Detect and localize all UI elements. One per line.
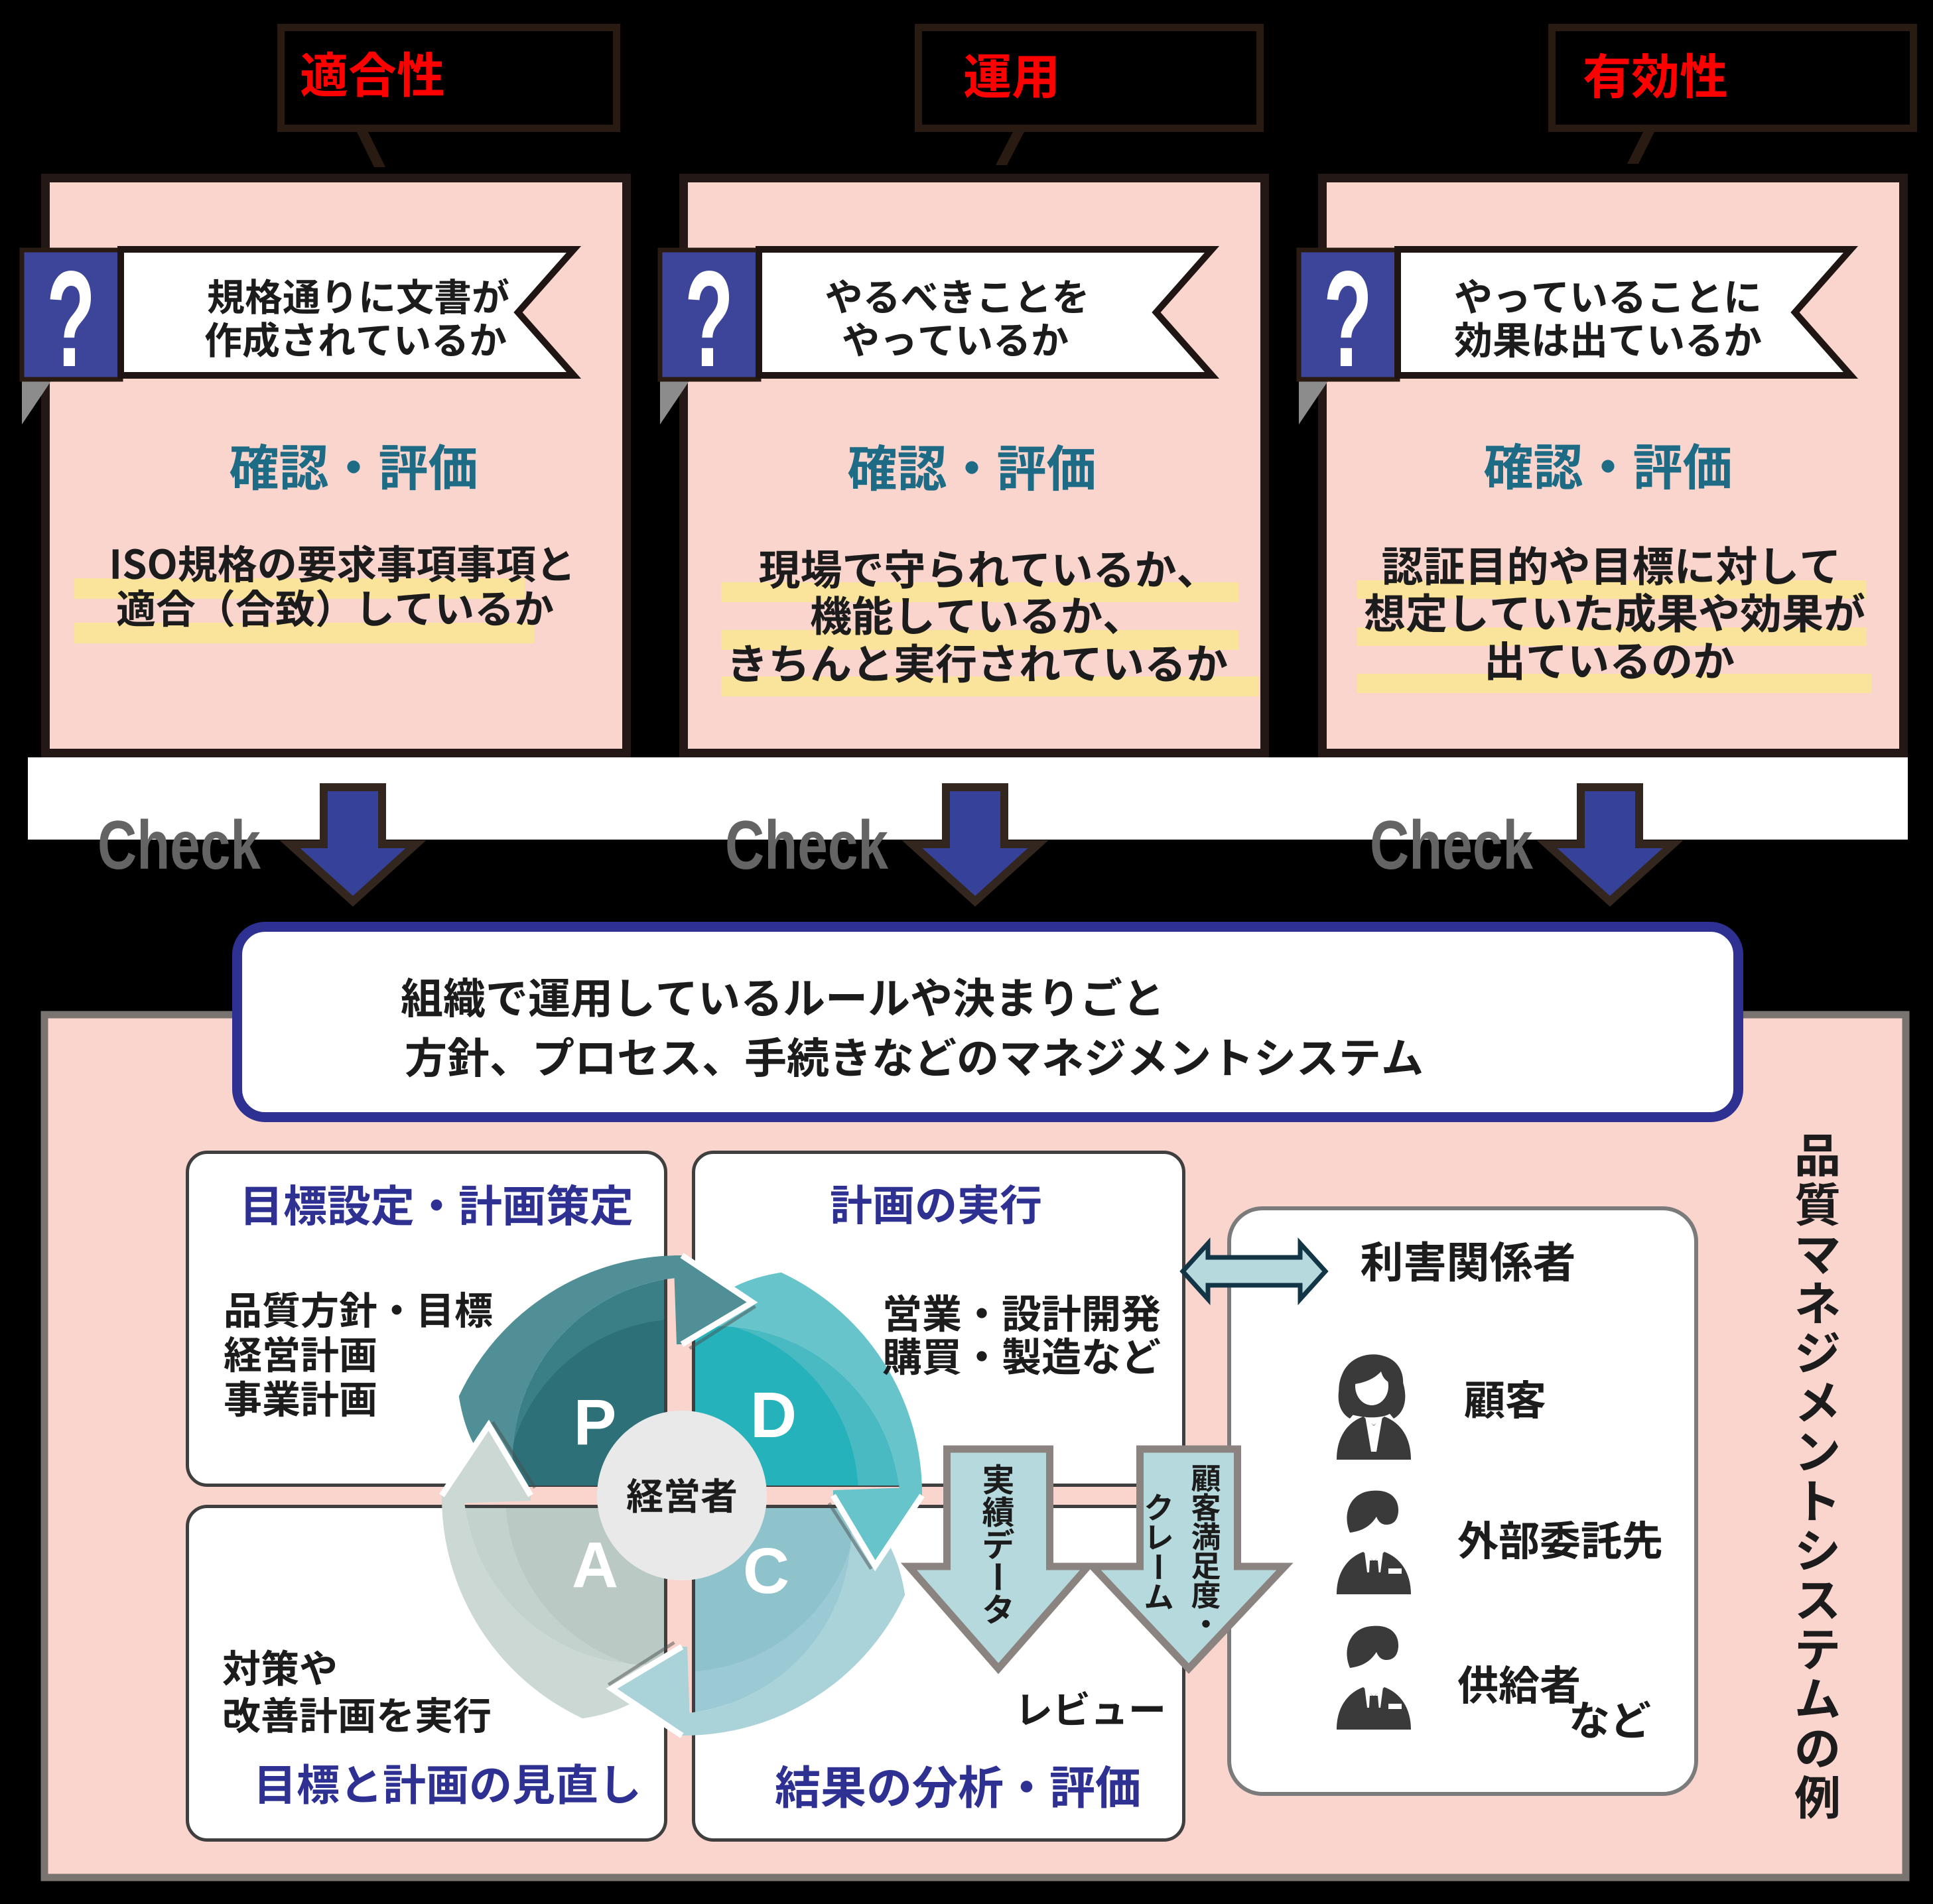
svg-text:D: D bbox=[750, 1379, 797, 1451]
svg-text:P: P bbox=[574, 1386, 617, 1458]
svg-text:A: A bbox=[572, 1529, 618, 1601]
svg-text:?: ? bbox=[685, 243, 734, 395]
svg-text:?: ? bbox=[1323, 243, 1372, 395]
svg-text:?: ? bbox=[46, 243, 96, 395]
svg-text:C: C bbox=[743, 1535, 789, 1607]
svg-text:Check: Check bbox=[725, 807, 888, 884]
svg-text:Check: Check bbox=[1370, 807, 1533, 884]
svg-text:Check: Check bbox=[98, 807, 261, 884]
